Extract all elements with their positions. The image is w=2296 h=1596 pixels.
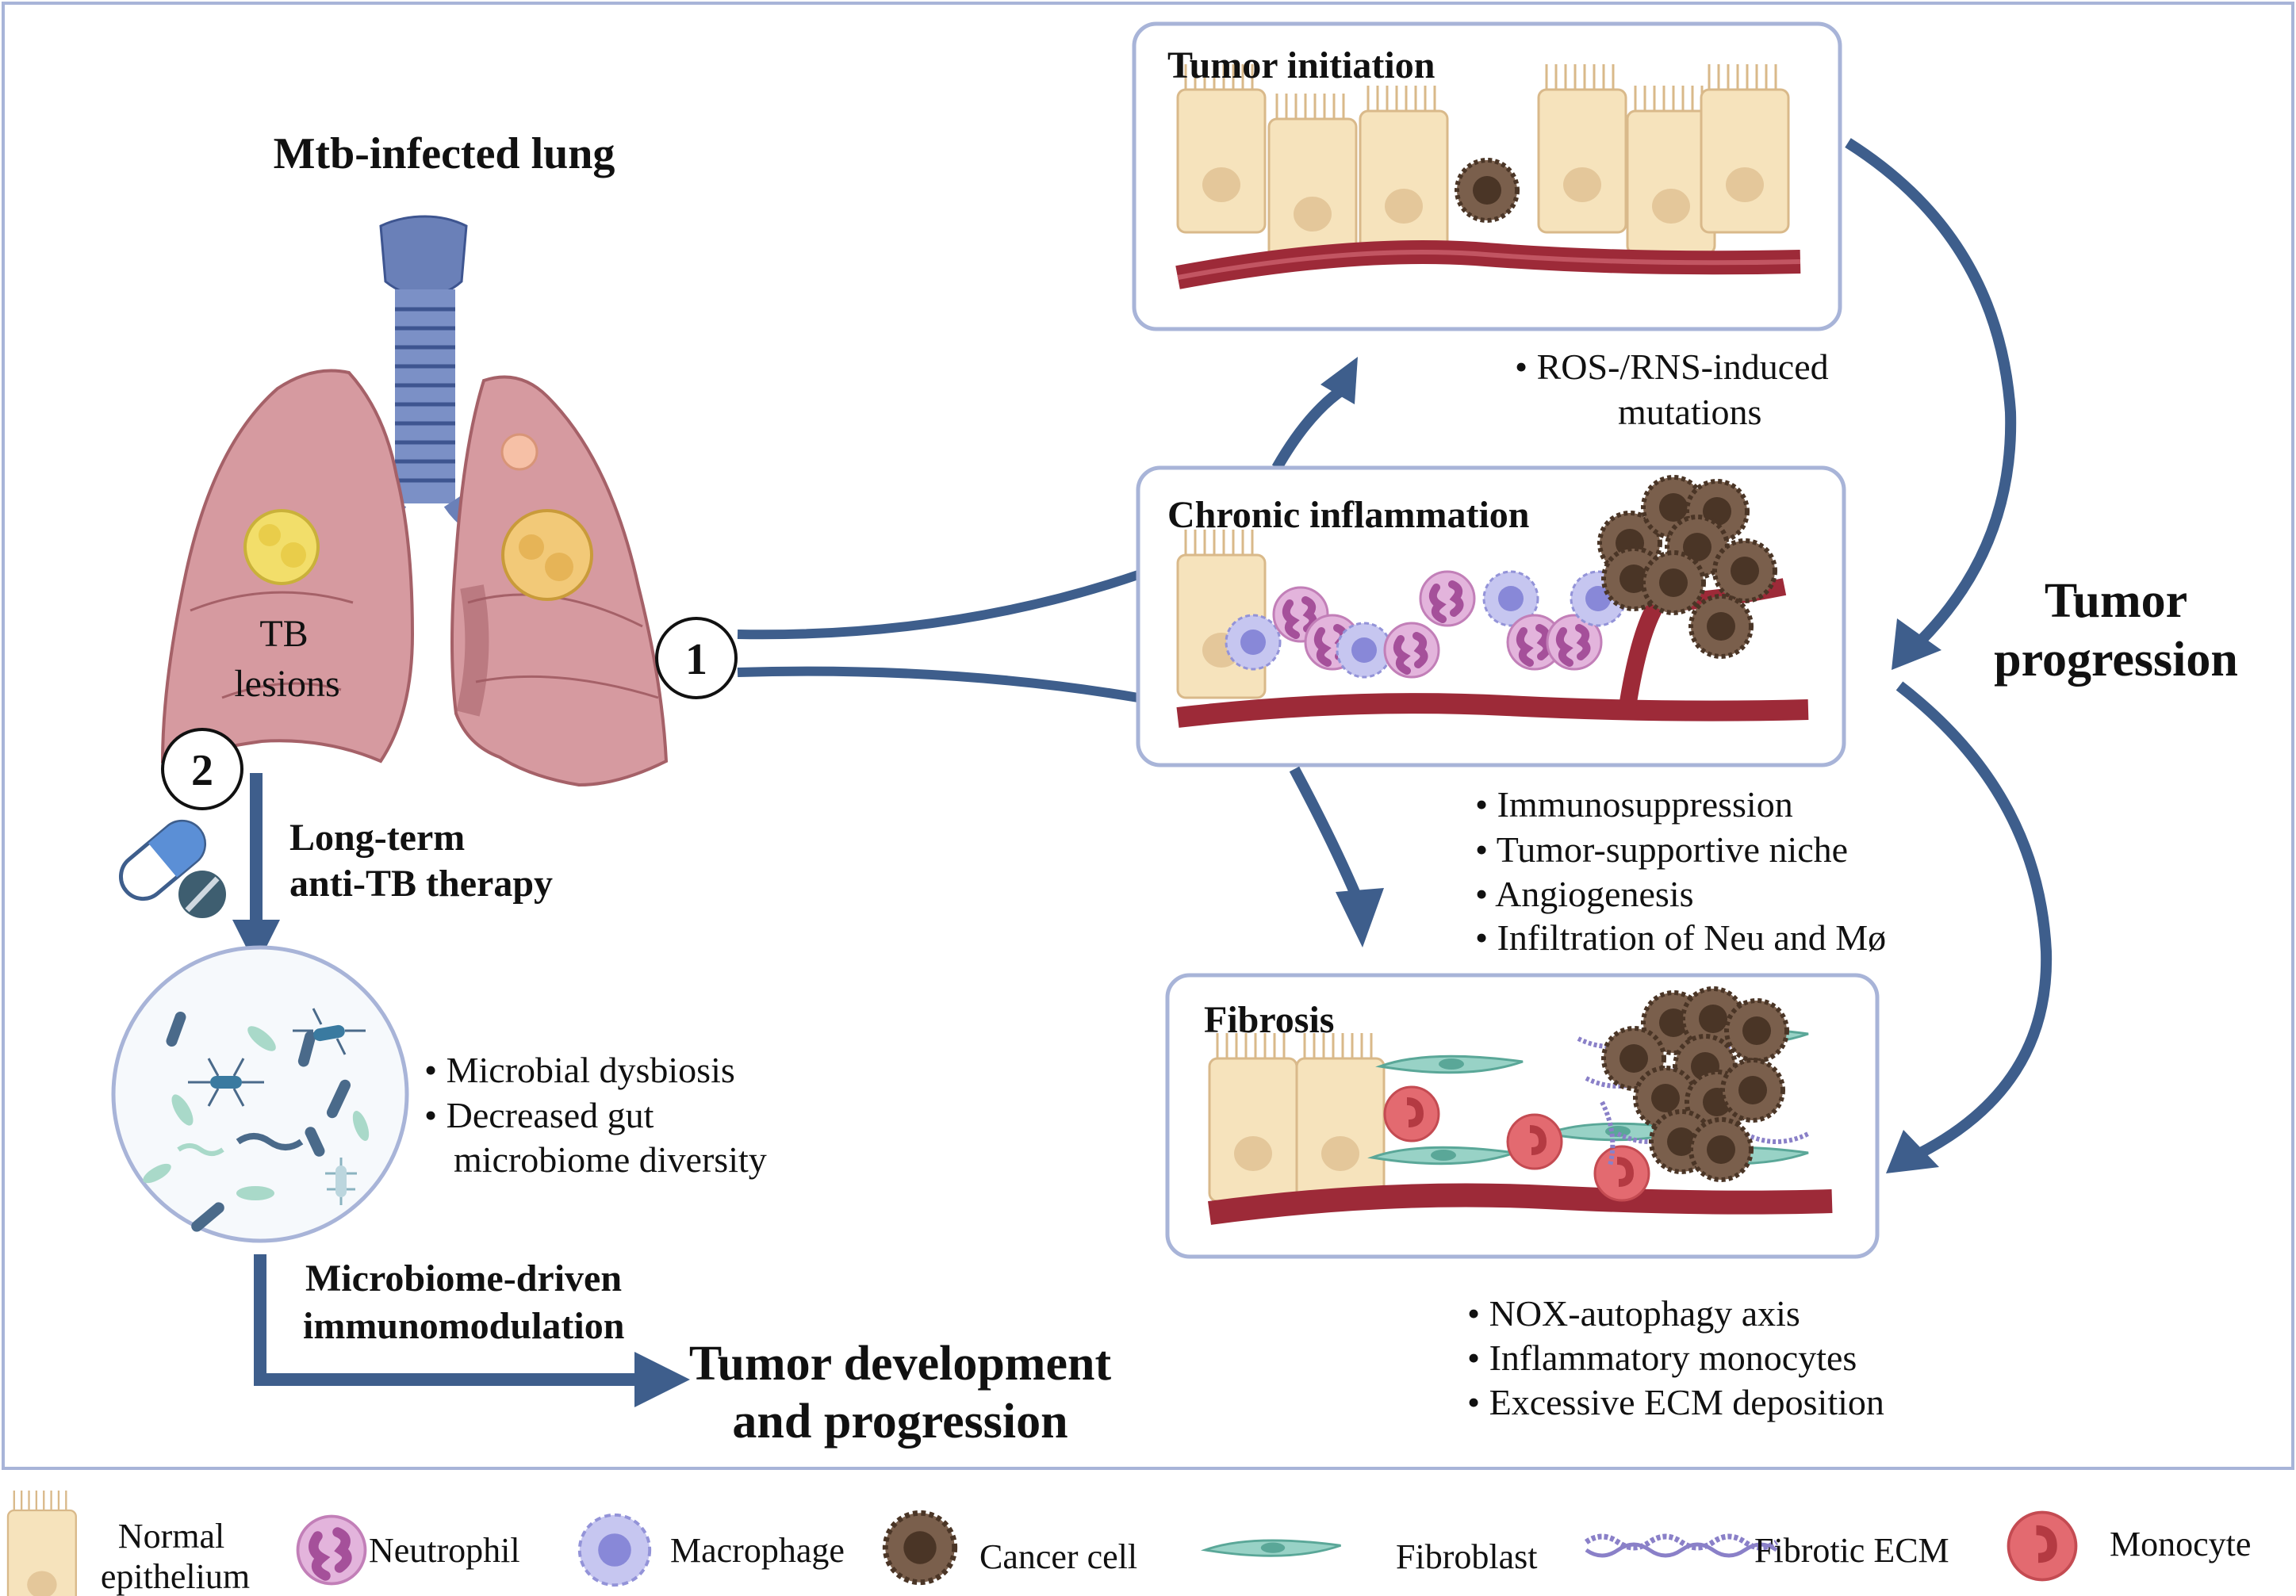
microbiome-bullet-2-cont: microbiome diversity — [454, 1139, 767, 1180]
lung-label-line2: lesions — [234, 663, 339, 705]
page-title: Mtb-infected lung — [274, 129, 615, 178]
microbiome-pathway-label-2: immunomodulation — [303, 1305, 624, 1347]
initiation-bullet-1-cont: mutations — [1618, 392, 1761, 432]
panel-fibrosis-title: Fibrosis — [1204, 999, 1334, 1041]
route-2-badge: 2 — [161, 728, 243, 810]
inflammation-bullet-2: • Tumor-supportive niche — [1475, 829, 1848, 870]
legend-label-fibroblast: Fibroblast — [1396, 1537, 1537, 1576]
initiation-bullet-1: • ROS-/RNS-induced — [1515, 346, 1829, 387]
panel-chronic-inflammation — [1136, 465, 1846, 767]
svg-text:2: 2 — [191, 746, 213, 795]
progression-arrows — [1845, 138, 2053, 1173]
microbiome-pathway-label-1: Microbiome-driven — [305, 1257, 622, 1299]
therapy-arrow — [232, 773, 280, 967]
microbiome-bullet-1: • Microbial dysbiosis — [424, 1050, 735, 1090]
route-1-connector — [737, 570, 1140, 702]
cancer-cell-icon — [885, 1513, 954, 1582]
panel-tumor-initiation — [1132, 21, 1842, 331]
lung-illustration — [160, 215, 669, 787]
legend-label-normal-epithelium-2: epithelium — [101, 1557, 250, 1596]
fibrosis-bullet-1: • NOX-autophagy axis — [1467, 1293, 1800, 1334]
fibrotic-ecm-icon — [1584, 1533, 1779, 1558]
panel-chronic-inflammation-title: Chronic inflammation — [1167, 494, 1529, 536]
outcome-label-1: Tumor development — [689, 1337, 1112, 1391]
svg-text:1: 1 — [685, 635, 707, 684]
microbiome-bullet-2: • Decreased gut — [424, 1095, 654, 1135]
tb-lesion-icon — [243, 433, 593, 601]
outcome-label-2: and progression — [732, 1395, 1068, 1449]
therapy-label-line1: Long-term — [289, 817, 465, 859]
inflammation-bullet-3: • Angiogenesis — [1475, 874, 1694, 914]
inflammation-bullet-4: • Infiltration of Neu and Mø — [1475, 917, 1886, 958]
pill-icon — [118, 819, 226, 918]
fibrosis-bullet-3: • Excessive ECM deposition — [1467, 1382, 1884, 1422]
epithelium-icon — [6, 1489, 77, 1596]
gut-microbiome-icon — [111, 945, 409, 1243]
main-frame — [2, 2, 2294, 1470]
neutrophil-icon — [298, 1517, 366, 1584]
arrow-to-initiation — [1271, 357, 1358, 471]
legend: Normal epithelium Neutrophil Macrophage … — [6, 1489, 2251, 1596]
legend-label-cancer-cell: Cancer cell — [979, 1537, 1137, 1576]
legend-label-monocyte: Monocyte — [2110, 1525, 2251, 1563]
therapy-label-line2: anti-TB therapy — [289, 863, 553, 905]
lung-label-line1: TB — [259, 613, 308, 655]
legend-label-macrophage: Macrophage — [670, 1531, 845, 1570]
legend-label-normal-epithelium-1: Normal — [118, 1517, 224, 1556]
panel-fibrosis — [1165, 973, 1880, 1259]
legend-label-neutrophil: Neutrophil — [369, 1531, 520, 1570]
fibroblast-icon — [1204, 1539, 1342, 1557]
route-1-badge: 1 — [655, 617, 738, 699]
inflammation-bullet-1: • Immunosuppression — [1475, 784, 1793, 825]
arrow-to-fibrosis — [1289, 766, 1384, 947]
panel-tumor-initiation-title: Tumor initiation — [1167, 44, 1435, 86]
fibrosis-bullet-2: • Inflammatory monocytes — [1467, 1338, 1857, 1378]
legend-label-fibrotic-ecm: Fibrotic ECM — [1754, 1531, 1949, 1570]
progression-label-1: Tumor — [2045, 574, 2187, 628]
progression-label-2: progression — [1994, 633, 2238, 687]
microbiome-arrow — [254, 1254, 690, 1407]
macrophage-icon — [577, 1513, 652, 1587]
monocyte-icon — [2009, 1513, 2076, 1580]
